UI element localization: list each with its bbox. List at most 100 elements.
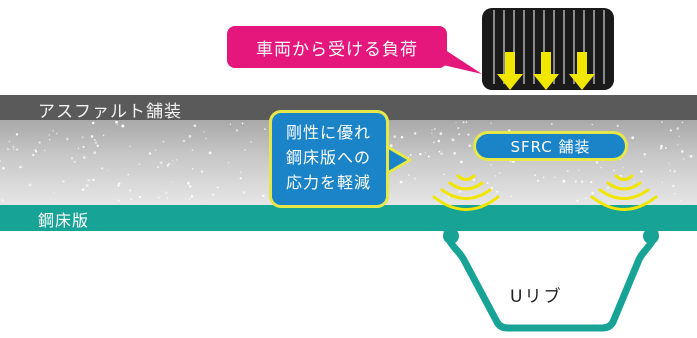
speckle [38,141,41,144]
speckle [73,160,76,163]
speckle [116,124,119,126]
steel-deck-layer [0,205,697,231]
speckle [48,134,50,136]
speckle [165,191,168,194]
speckle [81,188,85,191]
speckle [117,199,120,202]
speckle [494,175,496,177]
speckle [1,199,4,202]
speckle [166,164,169,167]
speckle [673,170,676,173]
speckle [550,122,553,126]
speckle [6,147,10,151]
speckle [427,155,430,158]
speckle [681,121,684,124]
speckle [661,121,663,123]
speckle [562,179,566,183]
speckle [187,181,190,185]
speckle [117,184,120,187]
speckle [409,154,412,156]
speckle [90,135,94,138]
speckle [154,149,157,151]
speckle [200,170,204,173]
speckle [157,196,160,199]
speckle [591,191,595,195]
speckle [190,195,194,198]
speckle [574,180,577,183]
speckle [424,152,426,154]
speckle [607,186,610,189]
speckle [451,138,455,142]
speckle [490,164,492,166]
speckle [62,180,65,183]
stress-wave-icon [590,174,658,211]
speckle [616,124,619,128]
speckle [130,198,133,200]
speckle [536,179,540,183]
speckle [659,147,663,150]
asphalt-label: アスファルト舗装 [38,102,182,122]
speckle [399,180,403,184]
speckle [440,152,443,156]
speckle [669,169,672,172]
speckle [432,141,435,144]
speckle [496,190,499,193]
speckle [107,169,110,171]
speckle [101,167,104,170]
speckle [262,194,265,198]
speckle [15,133,19,136]
speckle [664,147,667,149]
speckle [239,171,242,174]
speckle [683,158,685,160]
speckle [82,156,86,159]
u-rib-shape [443,228,659,332]
speckle [102,134,105,137]
speckle [244,149,246,151]
sfrc-label: SFRC 舗装 [510,137,591,156]
speckle [433,127,436,130]
stress-wave-icon [432,174,500,211]
speckle [510,195,513,198]
effect-callout-tail [384,144,412,176]
speckle [677,144,679,146]
speckle [191,168,194,170]
speckle [8,140,11,143]
speckle [566,170,569,173]
sfrc-label-box: SFRC 舗装 [473,131,628,161]
speckle [661,181,663,184]
steel-deck-label: 鋼床版 [38,211,90,230]
speckle [34,149,37,152]
speckle [671,184,675,188]
speckle [580,180,584,184]
speckle [2,166,5,170]
speckle [205,137,207,140]
vehicle-load-label: 車両から受ける負荷 [256,39,418,60]
speckle [413,177,417,180]
speckle [203,131,205,133]
speckle [407,173,410,176]
speckle [389,144,393,147]
speckle [93,138,96,141]
speckle [591,123,593,126]
speckle [12,145,15,148]
speckle [459,190,462,193]
speckle [393,135,397,139]
speckle [216,186,219,189]
speckle [91,121,95,125]
speckle [534,174,537,177]
speckle [204,201,206,203]
speckle [56,132,58,135]
speckle [115,120,118,124]
speckle [31,153,35,157]
speckle [622,166,624,169]
speckle [467,133,470,136]
speckle [668,162,670,164]
effect-line-3: 応力を軽減 [286,173,372,192]
speckle [632,181,635,184]
speckle [156,166,160,169]
speckle [82,145,85,148]
load-arrow-icon [497,52,595,90]
speckle [457,191,460,193]
speckle [117,182,121,185]
speckle [242,191,246,194]
